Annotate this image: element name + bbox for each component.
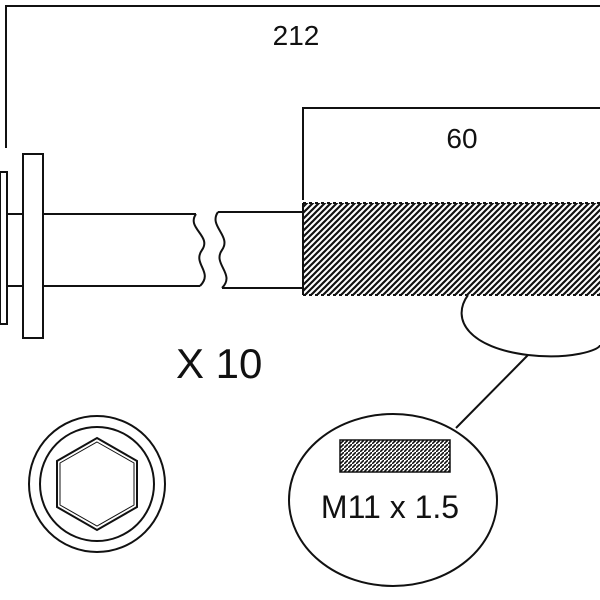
- detail-callout: [455, 294, 600, 429]
- break-symbol: [192, 211, 228, 289]
- washer-flange: [22, 153, 44, 339]
- dimension-overall-label: 212: [273, 20, 320, 51]
- thread-detail-icon: [288, 413, 498, 587]
- hex-socket-head-icon: [28, 415, 166, 553]
- dimension-overall: [5, 5, 600, 148]
- dimension-thread: [302, 107, 600, 200]
- bolt-head: [0, 171, 24, 325]
- bolt-thread: [302, 202, 600, 296]
- dimension-thread-label: 60: [446, 123, 477, 154]
- quantity-label: X 10: [176, 340, 262, 387]
- bolt-shank: [43, 211, 303, 289]
- thread-spec-label: M11 x 1.5: [321, 489, 459, 525]
